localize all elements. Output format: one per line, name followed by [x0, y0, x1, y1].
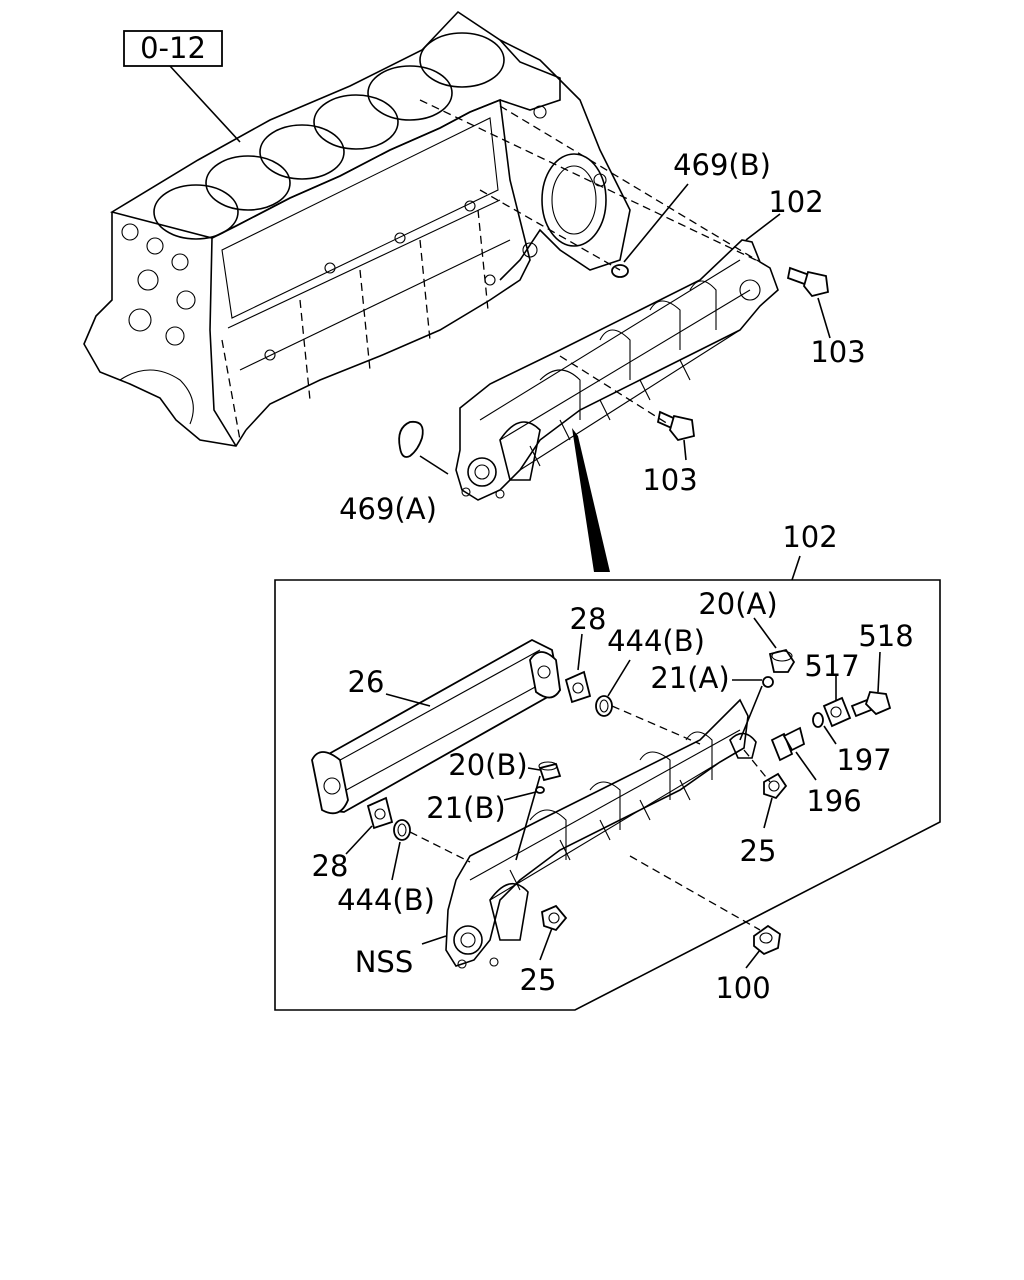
leader-25-right — [763, 797, 773, 829]
reference-box-label: 0-12 — [140, 31, 206, 65]
leader-103-mid — [683, 439, 687, 461]
leader-103-right — [817, 297, 831, 339]
bolt-103-upper[interactable] — [786, 266, 829, 298]
detail-arrow — [572, 428, 610, 572]
label-102-detail: 102 — [782, 520, 837, 554]
label-20a: 20(A) — [698, 587, 777, 621]
leader-469b — [623, 183, 689, 263]
plug-20a[interactable] — [768, 648, 796, 673]
leader-469a — [419, 455, 449, 475]
leader-196 — [795, 751, 817, 781]
leader-444b-top — [607, 659, 631, 697]
label-21b: 21(B) — [426, 791, 505, 825]
leader-21b — [503, 791, 537, 801]
plug-25-right[interactable] — [763, 772, 788, 800]
label-444b-bottom: 444(B) — [337, 883, 435, 917]
label-25-right: 25 — [740, 834, 777, 868]
label-21a: 21(A) — [650, 661, 729, 695]
leader-20b-to-body — [515, 775, 541, 861]
washer-197[interactable] — [812, 712, 824, 728]
label-100: 100 — [715, 971, 770, 1005]
leader-444b-bottom — [391, 841, 401, 881]
leader-ref — [169, 65, 241, 143]
leader-28-bottom — [345, 825, 373, 855]
label-517: 517 — [804, 649, 859, 683]
oil-cooler-assembly-upper — [455, 239, 779, 501]
leader-100 — [745, 949, 761, 969]
leader-21a-to-body — [739, 685, 763, 741]
leader-nss — [421, 935, 447, 945]
label-518: 518 — [858, 619, 913, 653]
bolt-103-lower[interactable] — [656, 410, 695, 442]
label-20b: 20(B) — [448, 748, 527, 782]
valve-196[interactable] — [770, 726, 806, 762]
label-102-top: 102 — [768, 185, 823, 219]
label-197: 197 — [836, 743, 891, 777]
label-103-right: 103 — [810, 335, 865, 369]
label-28-top: 28 — [570, 602, 607, 636]
label-469b: 469(B) — [673, 148, 771, 182]
label-196: 196 — [806, 784, 861, 818]
fitting-517[interactable] — [822, 696, 852, 728]
leader-518 — [877, 651, 881, 693]
washer-21a[interactable] — [762, 676, 774, 688]
gasket-469a[interactable] — [398, 420, 424, 458]
gasket-28-top[interactable] — [564, 670, 592, 704]
o-ring-444b-top[interactable] — [595, 695, 613, 717]
leader-26 — [385, 693, 431, 707]
reference-box[interactable]: 0-12 — [123, 30, 223, 67]
cylinder-block — [83, 10, 631, 447]
label-26: 26 — [348, 665, 385, 699]
plug-25-bottom[interactable] — [541, 904, 568, 932]
leader-28-top — [577, 633, 583, 671]
leader-197 — [823, 725, 837, 745]
o-ring-444b-bottom[interactable] — [393, 819, 411, 841]
plug-20b[interactable] — [538, 761, 562, 782]
bolt-518[interactable] — [850, 691, 892, 718]
label-469a: 469(A) — [339, 492, 437, 526]
label-103-mid: 103 — [642, 463, 697, 497]
leader-20a — [753, 617, 777, 649]
label-nss: NSS — [355, 945, 414, 979]
leader-102-detail — [791, 555, 801, 581]
label-444b-top: 444(B) — [607, 624, 705, 658]
detail-frame — [274, 579, 941, 1011]
leader-20b — [527, 767, 541, 771]
oil-cooler-body-detail — [445, 698, 757, 969]
leader-25-bottom — [539, 927, 553, 961]
oil-cooler-element-26[interactable] — [311, 638, 562, 815]
label-28-bottom: 28 — [312, 849, 349, 883]
o-ring-469b[interactable] — [611, 264, 629, 278]
label-25-bottom: 25 — [520, 963, 557, 997]
plug-100[interactable] — [753, 924, 781, 956]
leader-102-top — [745, 213, 781, 241]
gasket-28-bottom[interactable] — [366, 796, 394, 830]
